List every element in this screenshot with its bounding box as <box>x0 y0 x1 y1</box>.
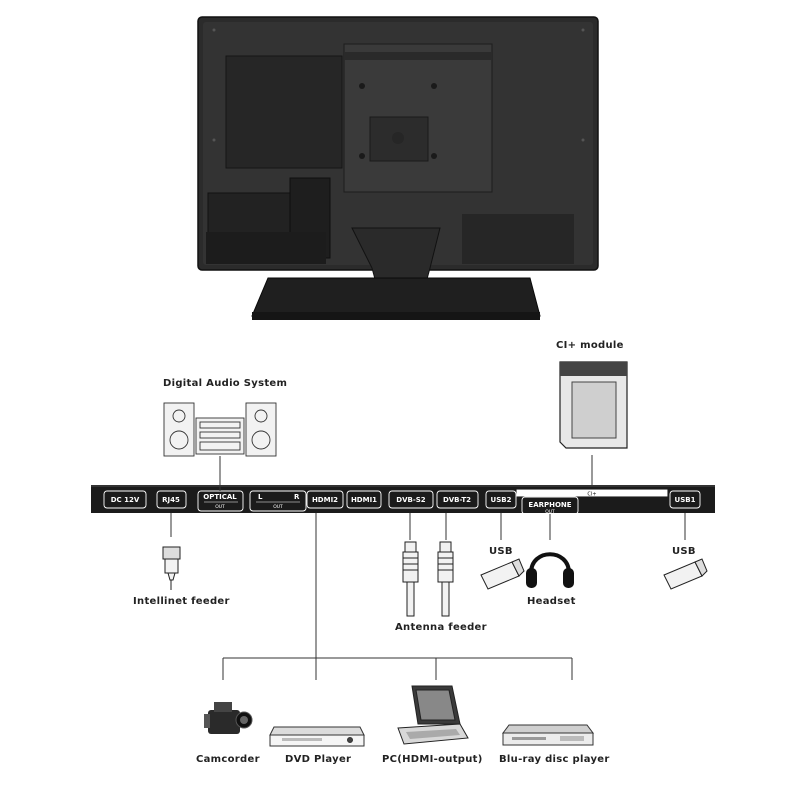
port-dvb-s2-label: DVB-S2 <box>396 496 426 504</box>
port-hdmi1-label: HDMI1 <box>351 496 377 504</box>
port-earphone-label: EARPHONE <box>528 501 571 509</box>
bluray-label: Blu-ray disc player <box>499 754 610 765</box>
headset-icon <box>526 552 574 588</box>
camcorder-icon <box>204 702 253 734</box>
port-audio-l-label: L <box>258 493 263 501</box>
port-rj45-label: RJ45 <box>162 496 180 504</box>
antenna-label: Antenna feeder <box>395 622 487 633</box>
port-ci-label: CI+ <box>587 492 596 498</box>
port-usb1-label: USB1 <box>675 496 696 504</box>
port-audio-sub: OUT <box>273 504 283 510</box>
connection-lines <box>170 455 686 680</box>
port-audio-out <box>249 490 307 512</box>
laptop-icon <box>397 685 469 745</box>
port-audio-r-label: R <box>294 493 300 501</box>
port-usb2-label: USB2 <box>491 496 512 504</box>
ci-module-icon <box>559 361 628 449</box>
port-optical-sub: OUT <box>215 504 225 510</box>
port-earphone-sub: OUT <box>545 509 555 515</box>
digital-audio-label: Digital Audio System <box>163 378 288 389</box>
ethernet-plug-icon <box>162 546 181 590</box>
port-hdmi2-label: HDMI2 <box>312 496 338 504</box>
usb-left-label: USB <box>489 546 513 557</box>
audio-system-icon <box>163 402 277 457</box>
port-hdmi2 <box>306 490 344 509</box>
headset-label: Headset <box>527 596 576 607</box>
port-rj45 <box>156 490 187 509</box>
port-hdmi1 <box>346 490 382 509</box>
usb-stick-icon <box>480 558 708 590</box>
port-dc12v-label: DC 12V <box>111 496 140 504</box>
port-usb1 <box>669 490 701 509</box>
port-ci-slot <box>516 489 668 497</box>
dvd-label: DVD Player <box>285 754 352 765</box>
port-dvb-t2 <box>436 490 479 509</box>
pc-label: PC(HDMI-output) <box>382 754 483 765</box>
ci-module-label: CI+ module <box>556 340 624 351</box>
bluray-player-icon <box>502 724 594 746</box>
intellinet-label: Intellinet feeder <box>133 596 230 607</box>
dvd-player-icon <box>269 726 365 747</box>
antenna-plug-icon <box>402 541 454 617</box>
port-optical-label: OPTICAL <box>203 493 237 501</box>
port-dvb-t2-label: DVB-T2 <box>443 496 471 504</box>
tv-back-icon <box>197 16 599 320</box>
port-usb2 <box>485 490 517 509</box>
camcorder-label: Camcorder <box>196 754 260 765</box>
port-dvb-s2 <box>388 490 434 509</box>
usb-right-label: USB <box>672 546 696 557</box>
port-dc12v <box>103 490 147 509</box>
